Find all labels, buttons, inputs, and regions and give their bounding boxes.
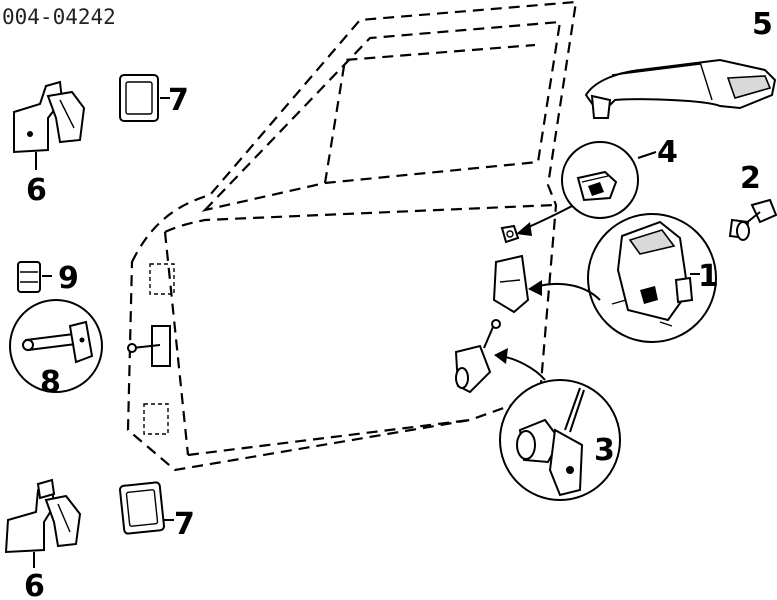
hinge-gasket-upper (119, 74, 170, 122)
callout-5: 5 (752, 7, 773, 42)
callout-1: 1 (698, 259, 719, 294)
door-hinge-upper (13, 80, 86, 170)
arrow-1 (528, 280, 601, 301)
door-hinge-slot-lower (143, 403, 169, 435)
callout-7-lower: 7 (174, 507, 195, 542)
part-code: 004-04242 (2, 5, 116, 29)
callout-6-upper: 6 (26, 173, 47, 208)
outside-door-handle (584, 58, 777, 119)
door-hinge-lower (4, 478, 82, 568)
rod-clip (500, 224, 520, 244)
detail-circle-3 (499, 379, 621, 501)
hinge-gasket-lower (118, 481, 174, 535)
callout-3: 3 (594, 433, 615, 468)
detail-circle-4 (561, 141, 657, 219)
detail-circle-1 (587, 213, 717, 343)
callout-8: 8 (40, 365, 61, 400)
callout-2: 2 (740, 161, 761, 196)
door-lock-mounted (454, 319, 501, 394)
callout-labels: 5 2 4 1 3 7 7 6 6 9 8 (24, 7, 773, 600)
detail-circle-8 (9, 299, 103, 393)
door-latch-mounted (492, 254, 530, 314)
door-check-mounted (127, 325, 171, 367)
callout-9: 9 (58, 261, 79, 296)
arrow-3 (494, 348, 546, 381)
small-bracket (17, 261, 52, 293)
arrow-4 (516, 205, 573, 236)
screw (728, 198, 777, 241)
callout-4: 4 (657, 135, 678, 170)
door-hinge-slot-upper (149, 263, 175, 295)
callout-6-lower: 6 (24, 569, 45, 600)
callout-7-upper: 7 (168, 83, 189, 118)
